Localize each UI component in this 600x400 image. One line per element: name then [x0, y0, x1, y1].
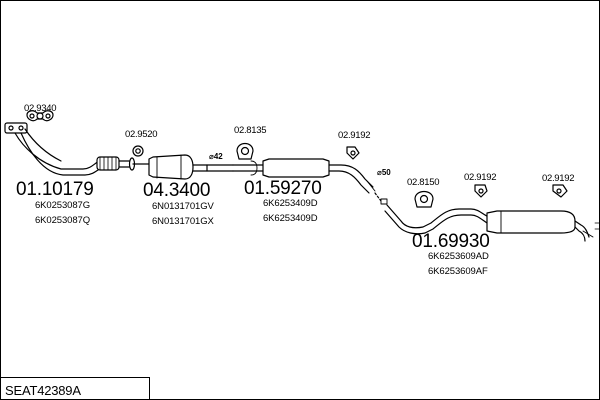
hanger-rear-1-illustration	[474, 184, 488, 198]
rear-silencer-oem-1: 6K6253609AD	[428, 251, 489, 262]
rear-silencer-oem-2: 6K6253609AF	[428, 266, 488, 277]
diameter-50-label: ⌀50	[377, 168, 391, 177]
catalyst-illustration	[132, 154, 234, 180]
rear-silencer-number: 01.69930	[412, 231, 490, 252]
gasket-manifold-number: 02.9340	[24, 103, 57, 114]
hanger-rear-2-number: 02.9192	[542, 173, 575, 184]
diameter-42-label: ⌀42	[209, 152, 223, 161]
middle-silencer-oem-1: 6K6253409D	[263, 198, 318, 209]
hanger-rear-2-illustration	[552, 184, 568, 198]
catalyst-oem-2: 6N0131701GX	[152, 216, 214, 227]
front-pipe-number: 01.10179	[16, 179, 94, 200]
gasket-manifold-illustration	[26, 110, 54, 122]
front-pipe-illustration	[4, 122, 136, 176]
catalyst-oem-1: 6N0131701GV	[152, 201, 214, 212]
middle-silencer-illustration	[232, 158, 376, 194]
front-pipe-oem-1: 6K0253087G	[35, 200, 90, 211]
mount-rear-illustration	[414, 190, 434, 208]
hanger-rear-1-number: 02.9192	[464, 172, 497, 183]
catalyst-number: 04.3400	[143, 180, 211, 201]
middle-silencer-number: 01.59270	[244, 178, 322, 199]
mount-middle-illustration	[236, 142, 254, 160]
gasket-cat-number: 02.9520	[125, 129, 158, 140]
hanger-middle-number: 02.9192	[338, 130, 371, 141]
mount-rear-number: 02.8150	[407, 177, 440, 188]
mount-middle-number: 02.8135	[234, 125, 267, 136]
kit-code-box: SEAT42389A	[1, 377, 150, 399]
kit-code-label: SEAT42389A	[5, 383, 81, 398]
hanger-middle-illustration	[346, 146, 360, 160]
middle-silencer-oem-2: 6K6253409D	[263, 213, 318, 224]
front-pipe-oem-2: 6K0253087Q	[35, 215, 90, 226]
rear-silencer-illustration	[374, 192, 594, 242]
gasket-cat-illustration	[132, 145, 144, 157]
